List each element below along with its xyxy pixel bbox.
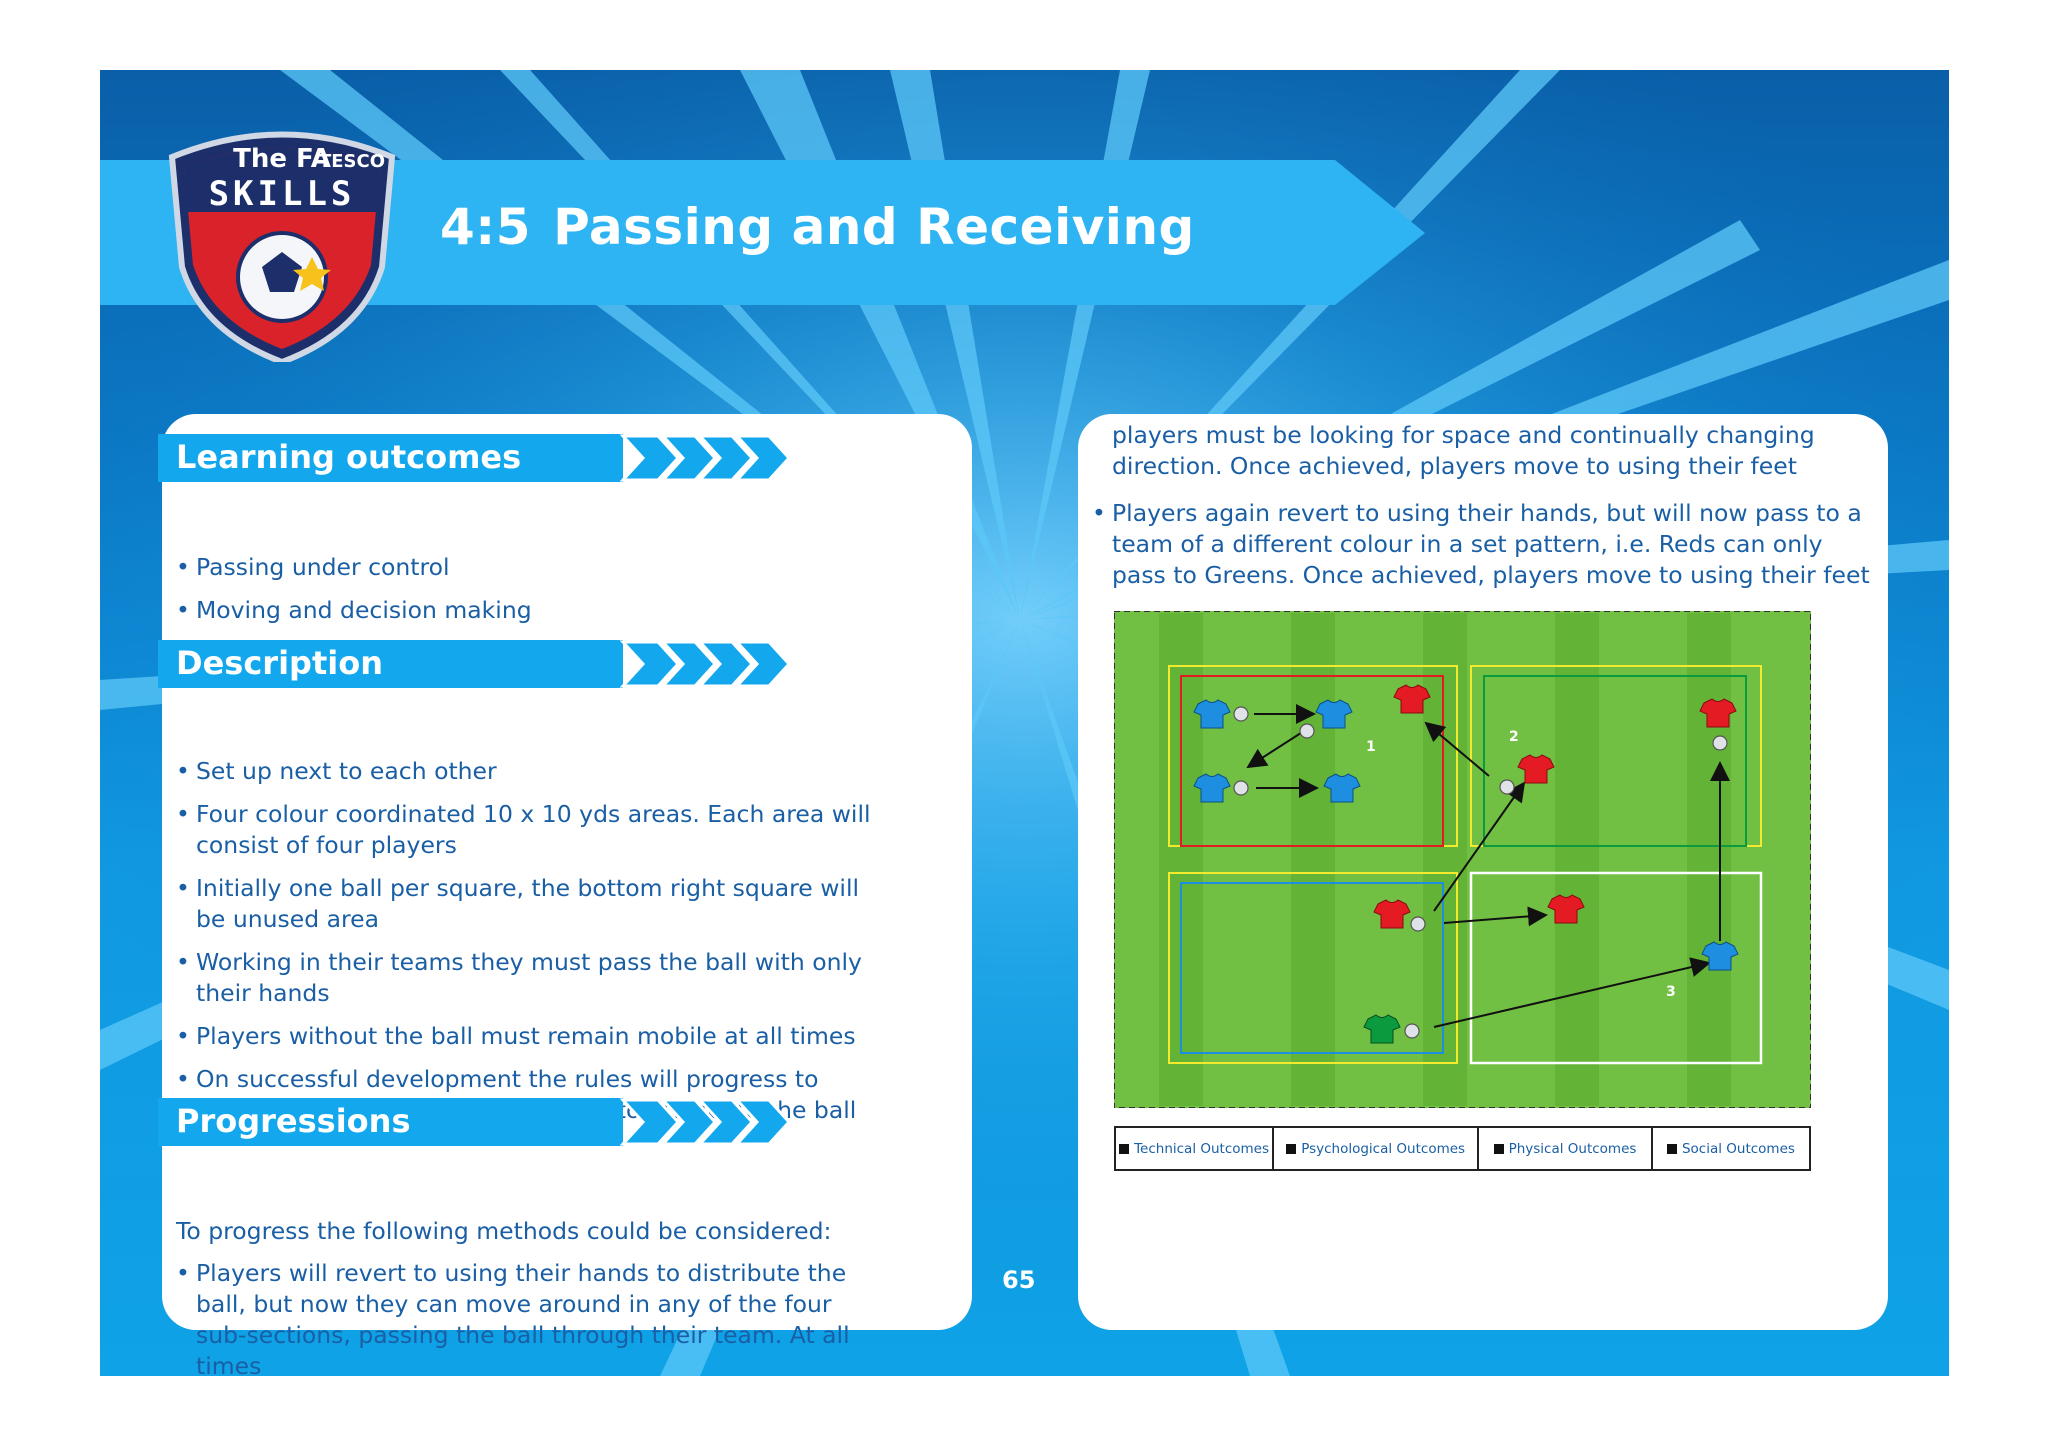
pitch-diagram: 1 2 3	[1114, 611, 1811, 1108]
description-list: Set up next to each other Four colour co…	[176, 756, 876, 1138]
list-item: Initially one ball per square, the botto…	[176, 873, 876, 935]
legend-physical-label: Physical Outcomes	[1508, 1140, 1637, 1157]
title-banner	[100, 160, 1425, 305]
area-label-3: 3	[1666, 984, 1676, 1000]
progressions-list: Players will revert to using their hands…	[176, 1258, 876, 1376]
description-header-bar	[158, 640, 792, 688]
legend-technical: Technical Outcomes	[1116, 1128, 1275, 1169]
section-number: 4:5	[440, 198, 532, 256]
learning-outcomes-header-bar	[158, 434, 792, 482]
badge-sponsor: TESCO	[319, 151, 385, 172]
outcomes-legend: Technical Outcomes Psychological Outcome…	[1114, 1126, 1811, 1171]
green-area	[1483, 675, 1747, 847]
page-title: 4:5 Passing and Receiving	[440, 198, 1195, 256]
right-list: Players again revert to using their hand…	[1092, 498, 1882, 603]
area-label-1: 1	[1366, 739, 1376, 755]
area-label-2: 2	[1509, 729, 1519, 745]
legend-physical: Physical Outcomes	[1479, 1128, 1653, 1169]
left-content-card: Learning outcomes Passing under control …	[158, 414, 972, 1376]
legend-psychological: Psychological Outcomes	[1274, 1128, 1480, 1169]
page-number: 65	[1002, 1266, 1036, 1294]
description-heading: Description	[176, 644, 383, 682]
unused-area	[1469, 871, 1763, 1065]
list-item: Passing under control	[176, 552, 936, 583]
list-item: Four colour coordinated 10 x 10 yds area…	[176, 799, 876, 861]
list-item: Players without the ball must remain mob…	[176, 1021, 876, 1052]
legend-social: Social Outcomes	[1653, 1128, 1809, 1169]
learning-outcomes-heading: Learning outcomes	[176, 438, 522, 476]
progressions-intro: To progress the following methods could …	[176, 1217, 832, 1245]
title-text: Passing and Receiving	[553, 198, 1195, 256]
legend-psychological-label: Psychological Outcomes	[1301, 1140, 1466, 1157]
progressions-heading: Progressions	[176, 1102, 411, 1140]
pass-arrows	[1246, 704, 1730, 1028]
list-item: Players again revert to using their hand…	[1092, 498, 1882, 591]
list-item: Moving and decision making	[176, 595, 936, 626]
list-item: Players will revert to using their hands…	[176, 1258, 876, 1376]
blue-area	[1180, 882, 1444, 1054]
list-item: Working in their teams they must pass th…	[176, 947, 876, 1009]
badge-line2: SKILLS	[209, 174, 356, 214]
continued-text: players must be looking for space and co…	[1112, 421, 1815, 480]
progressions-header-bar	[158, 1098, 792, 1146]
badge-line1: The FA	[233, 144, 331, 174]
red-area	[1180, 675, 1444, 847]
list-item: Set up next to each other	[176, 756, 876, 787]
legend-technical-label: Technical Outcomes	[1134, 1140, 1270, 1157]
fa-tesco-skills-badge: The FA TESCO SKILLS	[168, 131, 396, 362]
legend-social-label: Social Outcomes	[1681, 1140, 1795, 1157]
balls	[1233, 706, 1728, 1039]
